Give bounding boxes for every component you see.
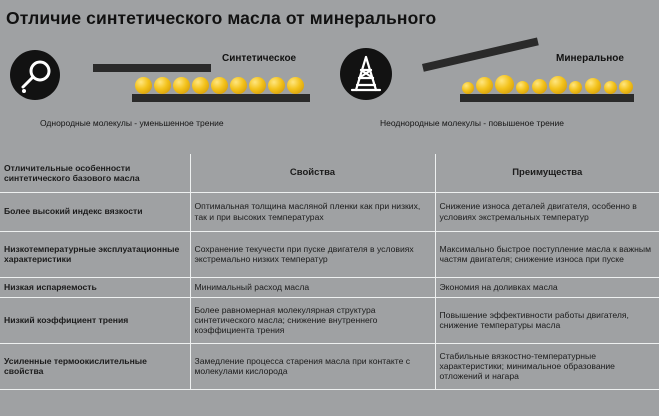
row-property: Замедление процесса старения масла при к… xyxy=(189,343,435,389)
comparison-table: Отличительные особенности синтетического… xyxy=(0,154,659,390)
header-features: Отличительные особенности синтетического… xyxy=(4,162,140,183)
synthetic-bottom-surface xyxy=(132,94,310,102)
table-row: Низкотемпературные эксплуатационные хара… xyxy=(0,231,659,277)
synthetic-caption: Однородные молекулы - уменьшенное трение xyxy=(40,118,224,128)
mineral-panel: Минеральное Неоднородные молекулы - повы… xyxy=(330,37,659,130)
table-header-row: Отличительные особенности синтетического… xyxy=(0,154,659,192)
row-benefit: Снижение износа деталей двигателя, особе… xyxy=(434,192,659,231)
molecule xyxy=(268,77,285,94)
molecule xyxy=(532,79,547,94)
molecule xyxy=(569,81,582,94)
synthetic-panel: Синтетическое Однородные молекулы - умен… xyxy=(0,40,330,130)
molecule xyxy=(495,75,514,94)
molecule xyxy=(230,77,247,94)
table-row: Усиленные термоокислительные свойства За… xyxy=(0,343,659,389)
row-benefit: Максимально быстрое поступление масла к … xyxy=(434,231,659,277)
synthetic-label: Синтетическое xyxy=(222,53,297,64)
molecule xyxy=(516,81,529,94)
molecule xyxy=(249,77,266,94)
table-row: Низкий коэффициент трения Более равномер… xyxy=(0,297,659,343)
molecule xyxy=(135,77,152,94)
flask-icon xyxy=(10,50,60,100)
mineral-label: Минеральное xyxy=(556,53,624,64)
row-property: Сохранение текучести при пуске двигателя… xyxy=(189,231,435,277)
molecule xyxy=(154,77,171,94)
oil-derrick-icon xyxy=(340,48,392,100)
row-property: Минимальный расход масла xyxy=(189,277,435,297)
row-feature: Низкотемпературные эксплуатационные хара… xyxy=(4,243,180,264)
row-feature: Усиленные термоокислительные свойства xyxy=(4,355,147,376)
row-property: Оптимальная толщина масляной пленки как … xyxy=(189,192,435,231)
row-benefit: Стабильные вязкостно-температурные харак… xyxy=(434,343,659,389)
row-feature: Более высокий индекс вязкости xyxy=(4,206,143,217)
molecule xyxy=(173,77,190,94)
mineral-bottom-surface xyxy=(460,94,634,102)
molecule xyxy=(287,77,304,94)
molecule xyxy=(476,77,493,94)
table-row: Низкая испаряемость Минимальный расход м… xyxy=(0,277,659,297)
molecule xyxy=(462,82,474,94)
row-benefit: Экономия на доливках масла xyxy=(434,277,659,297)
row-feature: Низкая испаряемость xyxy=(4,281,97,292)
header-benefits: Преимущества xyxy=(434,154,659,192)
molecule xyxy=(211,77,228,94)
page-title: Отличие синтетического масла от минераль… xyxy=(6,8,437,28)
molecule xyxy=(549,76,567,94)
molecule xyxy=(604,81,617,94)
table-row: Более высокий индекс вязкости Оптимальна… xyxy=(0,192,659,231)
header-properties: Свойства xyxy=(189,154,435,192)
mineral-caption: Неоднородные молекулы - повышеное трение xyxy=(380,118,565,128)
row-property: Более равномерная молекулярная структура… xyxy=(189,297,435,343)
row-benefit: Повышение эффективности работы двигателя… xyxy=(434,297,659,343)
mineral-top-surface xyxy=(422,37,539,72)
molecule xyxy=(585,78,601,94)
row-feature: Низкий коэффициент трения xyxy=(4,314,129,325)
molecule xyxy=(192,77,209,94)
synthetic-top-surface xyxy=(93,64,211,72)
molecule xyxy=(619,80,633,94)
